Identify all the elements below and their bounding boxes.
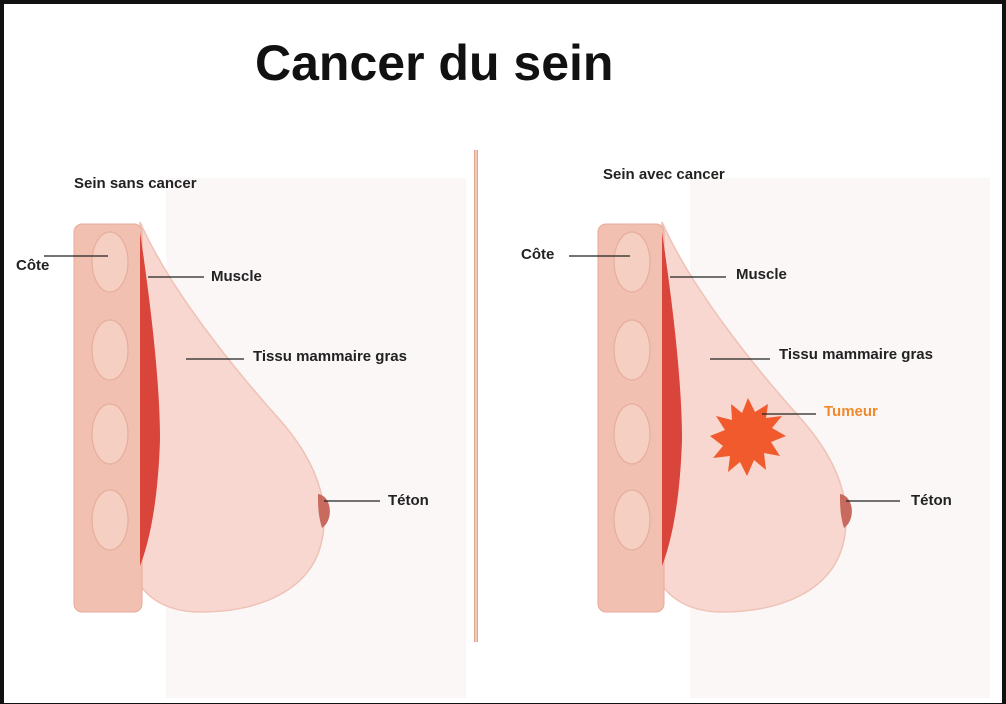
left-nipple-label: Téton [388,492,429,509]
right-rib-1 [614,232,650,292]
right-nipple-label: Téton [911,492,952,509]
right-rib-4 [614,490,650,550]
right-tumor-label: Tumeur [824,403,878,420]
right-tissue-label: Tissu mammaire gras [779,346,933,363]
left-rib-3 [92,404,128,464]
left-panel-title: Sein sans cancer [74,175,197,192]
right-panel-title: Sein avec cancer [603,166,725,183]
right-rib-2 [614,320,650,380]
right-muscle-label: Muscle [736,266,787,283]
left-rib-2 [92,320,128,380]
right-rib-label: Côte [521,246,554,263]
right-rib-3 [614,404,650,464]
left-rib-4 [92,490,128,550]
left-rib-1 [92,232,128,292]
left-muscle-label: Muscle [211,268,262,285]
left-rib-label: Côte [16,257,49,274]
left-tissue-label: Tissu mammaire gras [253,348,407,365]
